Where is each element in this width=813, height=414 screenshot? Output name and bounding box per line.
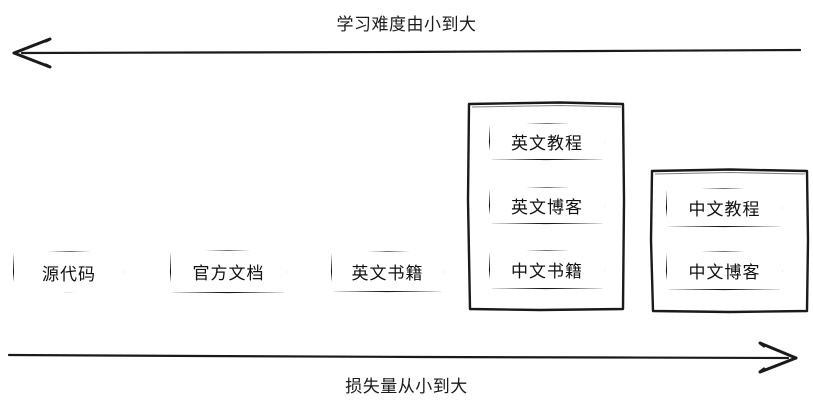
node-chinese-tutorials[interactable]: 中文教程 — [667, 189, 782, 226]
node-chinese-books[interactable]: 中文书籍 — [490, 251, 604, 288]
bottom-axis-label: 损失量从小到大 — [345, 377, 468, 397]
loss-axis-arrow — [7, 341, 798, 374]
node-english-books[interactable]: 英文书籍 — [332, 252, 443, 291]
node-english-tutorials[interactable]: 英文教程 — [490, 124, 604, 159]
node-source-code[interactable]: 源代码 — [14, 252, 124, 292]
node-chinese-blogs[interactable]: 中文博客 — [667, 252, 782, 289]
top-axis-label: 学习难度由小到大 — [336, 15, 477, 35]
node-english-blogs[interactable]: 英文博客 — [490, 188, 604, 223]
node-official-docs[interactable]: 官方文档 — [171, 251, 286, 292]
difficulty-axis-arrow — [12, 37, 802, 69]
